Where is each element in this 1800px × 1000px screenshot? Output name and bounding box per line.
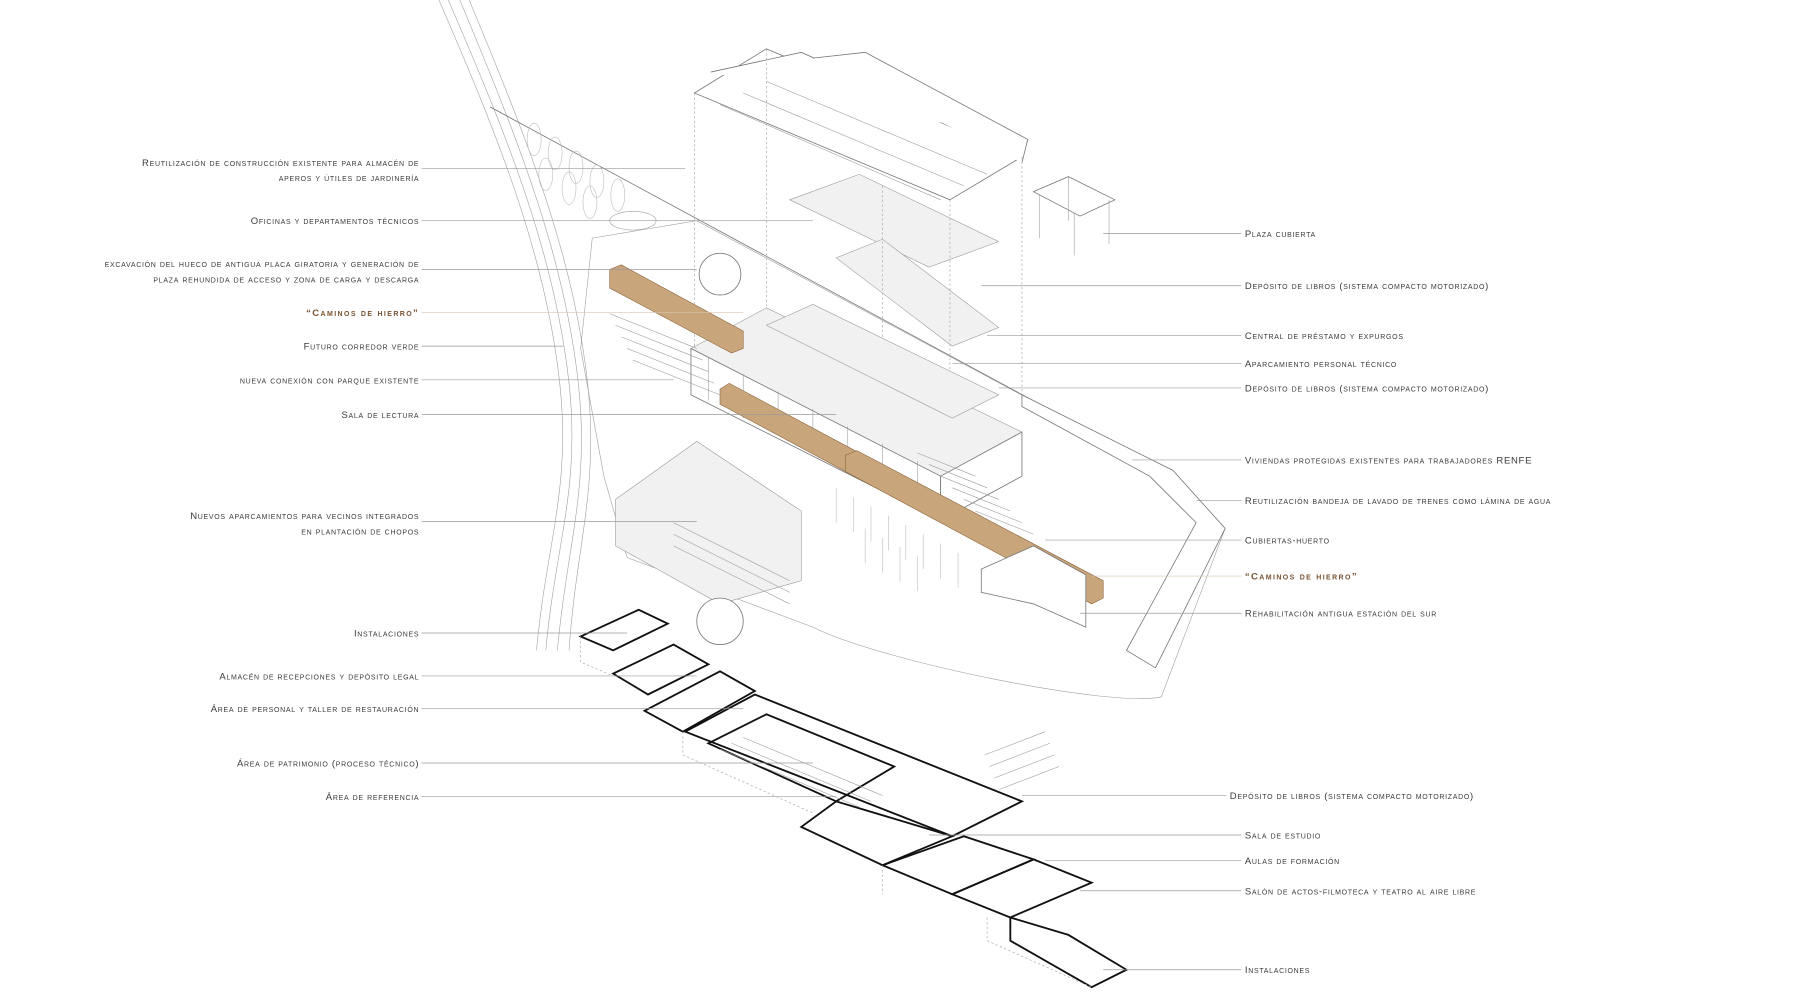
underground-floor-plan	[578, 597, 1129, 989]
annotation-labels: Reutilización de construcción existente …	[105, 158, 1551, 976]
left-label: aperos y útiles de jardinería	[279, 173, 419, 184]
poplar-plantation	[835, 487, 959, 592]
right-label: Cubiertas-huerto	[1245, 536, 1330, 547]
left-label: Área de patrimonio (proceso técnico)	[237, 759, 419, 770]
right-label: Sala de estudio	[1245, 831, 1321, 842]
left-label: excavación del hueco de antigua placa gi…	[105, 259, 420, 270]
left-label: Futuro corredor verde	[304, 342, 420, 353]
left-label: Oficinas y departamentos técnicos	[251, 216, 420, 227]
right-label: Depósito de libros (sistema compacto mot…	[1245, 383, 1489, 394]
left-label: en plantación de chopos	[301, 526, 419, 537]
right-label: Plaza cubierta	[1245, 229, 1316, 240]
right-label: Reutilización bandeja de lavado de trene…	[1245, 496, 1551, 507]
covered-plaza-pergola	[1032, 176, 1116, 256]
right-label: Depósito de libros (sistema compacto mot…	[1245, 281, 1489, 292]
right-label: Viviendas protegidas existentes para tra…	[1245, 455, 1532, 466]
right-label: Aparcamiento personal técnico	[1245, 359, 1397, 370]
right-label: Rehabilitación antigua estación del sur	[1245, 609, 1437, 620]
exploded-roof-sheds	[693, 48, 1029, 395]
left-label: Reutilización de construcción existente …	[142, 158, 419, 169]
left-label: plaza rehundida de acceso y zona de carg…	[153, 274, 419, 285]
right-label: Salón de actos-filmoteca y teatro al air…	[1245, 886, 1476, 897]
left-label: Sala de lectura	[342, 410, 420, 421]
right-label: Central de préstamo y expurgos	[1245, 331, 1404, 342]
left-label: Nuevos aparcamientos para vecinos integr…	[190, 511, 419, 522]
left-label: nueva conexión con parque existente	[240, 375, 419, 386]
parking-strips	[609, 313, 1034, 535]
tree-plantation-north	[526, 122, 626, 219]
left-label: Área de personal y taller de restauració…	[211, 704, 419, 715]
right-label: Depósito de libros (sistema compacto mot…	[1230, 791, 1474, 802]
left-label: Almacén de recepciones y depósito legal	[219, 671, 419, 682]
left-label: Instalaciones	[354, 628, 419, 639]
left-label: Área de referencia	[326, 792, 419, 803]
right-label: “Caminos de hierro”	[1245, 572, 1358, 583]
left-label: “Caminos de hierro”	[306, 308, 419, 319]
south-station	[980, 394, 1226, 669]
neighbour-buildings	[615, 441, 802, 605]
right-label: Instalaciones	[1245, 965, 1310, 976]
right-label: Aulas de formación	[1245, 856, 1340, 867]
